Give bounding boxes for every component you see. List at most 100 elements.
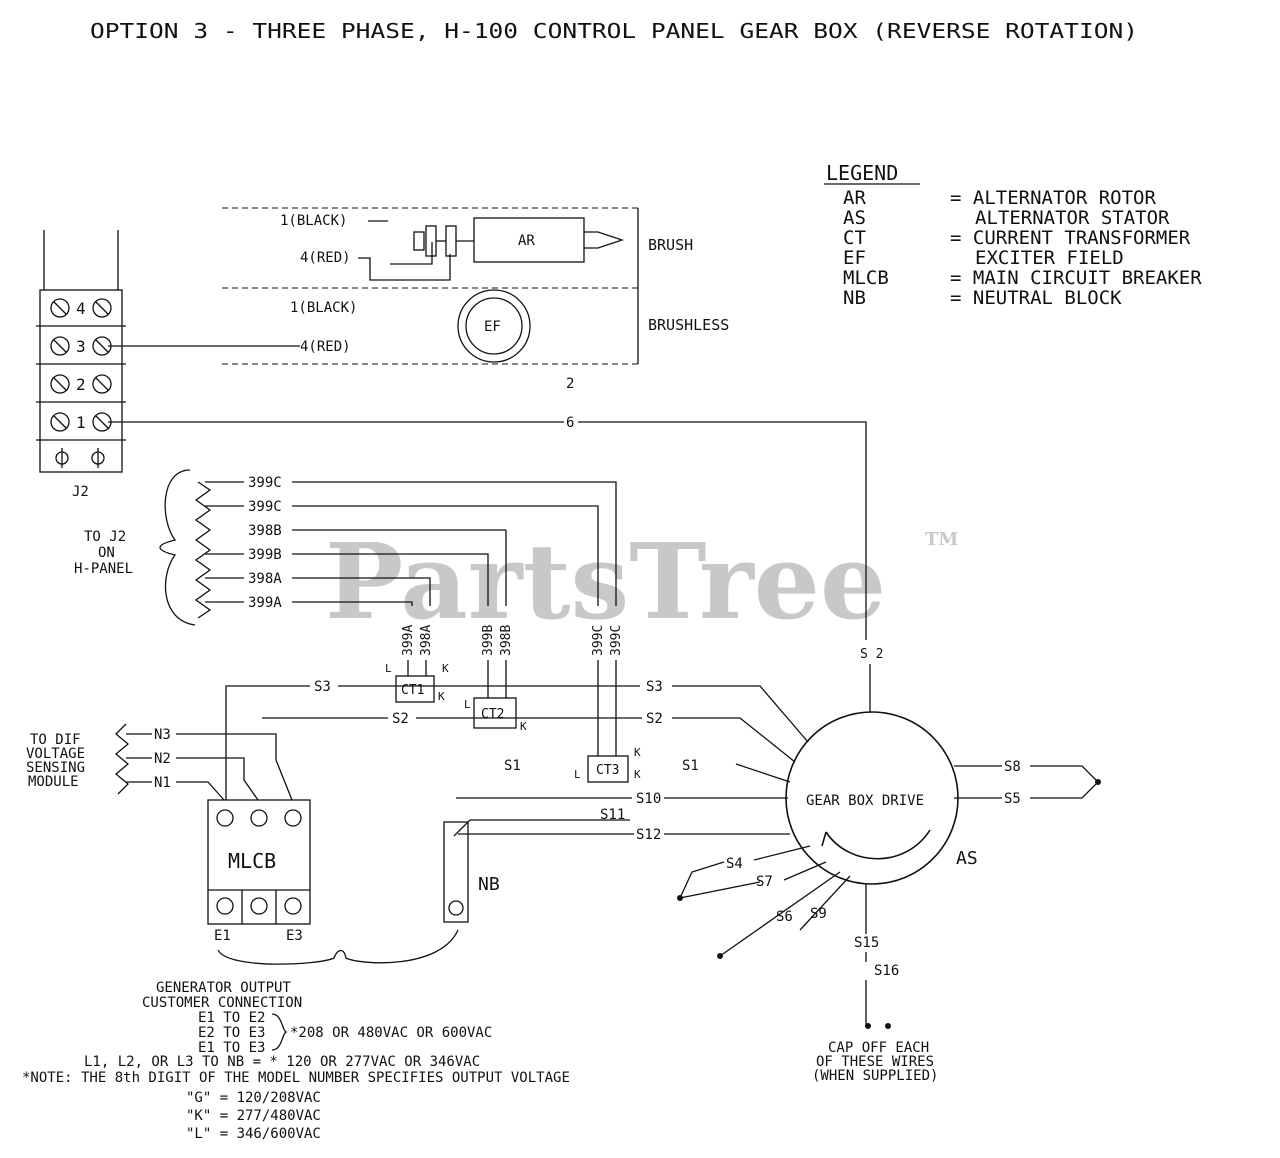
drive-label: GEAR BOX DRIVE bbox=[806, 793, 924, 809]
ct1-label: CT1 bbox=[401, 683, 424, 698]
wire-s16: S16 bbox=[874, 963, 899, 979]
rotor-label: AR bbox=[518, 233, 535, 249]
vsm-label-4: MODULE bbox=[28, 774, 79, 790]
legend-heading: LEGEND bbox=[826, 161, 898, 185]
output-notes: GENERATOR OUTPUT CUSTOMER CONNECTION E1 … bbox=[22, 980, 570, 1142]
exciter-label: EF bbox=[484, 319, 501, 335]
wire-s2-left: S2 bbox=[392, 711, 409, 727]
wire-s2-top: S 2 bbox=[860, 647, 883, 662]
to-j2-label-2: ON bbox=[98, 545, 115, 561]
wire-s3-left: S3 bbox=[314, 679, 331, 695]
terminal-4: 4 bbox=[76, 299, 86, 318]
mlcb-out-e1: E1 bbox=[214, 928, 231, 944]
stator-label: AS bbox=[956, 848, 978, 869]
legend-abbr-nb: NB bbox=[843, 287, 866, 309]
wire-s7: S7 bbox=[756, 874, 773, 890]
to-j2-label-1: TO J2 bbox=[84, 529, 126, 545]
sense-wire-399a: 399A bbox=[248, 595, 282, 611]
wire-n2: N2 bbox=[154, 751, 171, 767]
output-pair-1: E1 TO E2 bbox=[198, 1010, 265, 1026]
wire-s1-left: S1 bbox=[504, 758, 521, 774]
wire-s10: S10 bbox=[636, 791, 661, 807]
sense-wire-399c-b: 399C bbox=[248, 499, 282, 515]
wire-n1: N1 bbox=[154, 775, 171, 791]
legend-desc-ef: EXCITER FIELD bbox=[975, 247, 1124, 269]
sense-wires: TO J2 ON H-PANEL 399C 399C 398B 399B 398… bbox=[74, 469, 617, 626]
wire-s12: S12 bbox=[636, 827, 661, 843]
ref-2: 2 bbox=[566, 376, 574, 392]
wire-s9: S9 bbox=[810, 906, 827, 922]
output-heading-1: GENERATOR OUTPUT bbox=[156, 980, 291, 996]
wire-s11: S11 bbox=[600, 807, 625, 823]
gear-box-drive: GEAR BOX DRIVE AS bbox=[785, 711, 978, 885]
stator-wires: S3 S3 S2 S2 S1 S1 S10 S11 S12 S8 S5 S4 S… bbox=[225, 679, 1101, 1029]
nb-label: NB bbox=[478, 874, 500, 895]
wire-6-label: 6 bbox=[566, 415, 574, 431]
wire-s1-right: S1 bbox=[682, 758, 699, 774]
wire-s3-right: S3 bbox=[646, 679, 663, 695]
output-code-l: "L" = 346/600VAC bbox=[186, 1126, 321, 1142]
legend-desc-ct: = CURRENT TRANSFORMER bbox=[950, 227, 1191, 249]
output-model-note: *NOTE: THE 8th DIGIT OF THE MODEL NUMBER… bbox=[22, 1070, 570, 1086]
wire-4-red-brushless: 4(RED) bbox=[300, 339, 351, 355]
wire-s6: S6 bbox=[776, 909, 793, 925]
mlcb-label: MLCB bbox=[228, 849, 276, 873]
cap-note-2: OF THESE WIRES bbox=[816, 1054, 934, 1070]
cap-note: CAP OFF EACH OF THESE WIRES (WHEN SUPPLI… bbox=[812, 1040, 938, 1084]
vsm-label-3: SENSING bbox=[26, 760, 85, 776]
legend-abbr-mlcb: MLCB bbox=[843, 267, 889, 289]
output-code-g: "G" = 120/208VAC bbox=[186, 1090, 321, 1106]
current-transformers: CT1 L K K CT2 L K CT3 L K K bbox=[385, 662, 641, 783]
neutral-block: NB bbox=[443, 821, 500, 923]
ct-wire-399a: 399A bbox=[401, 625, 416, 656]
sense-wire-399c-a: 399C bbox=[248, 475, 282, 491]
wire-1-black: 1(BLACK) bbox=[280, 213, 347, 229]
legend-abbr-ct: CT bbox=[843, 227, 866, 249]
output-pairs-value: *208 OR 480VAC OR 600VAC bbox=[290, 1025, 492, 1041]
ct1-mark-k2: K bbox=[438, 690, 445, 703]
main-circuit-breaker: MLCB E1 E3 bbox=[207, 799, 459, 965]
vsm-label-2: VOLTAGE bbox=[26, 746, 85, 762]
legend-abbr-ef: EF bbox=[843, 247, 866, 269]
sense-wire-399b: 399B bbox=[248, 547, 282, 563]
sense-wire-398a: 398A bbox=[248, 571, 282, 587]
watermark: PartsTree bbox=[325, 520, 886, 643]
wire-1-black-brushless: 1(BLACK) bbox=[290, 300, 357, 316]
wire-s2-right: S2 bbox=[646, 711, 663, 727]
legend-desc-as: ALTERNATOR STATOR bbox=[975, 207, 1170, 229]
to-j2-label-3: H-PANEL bbox=[74, 561, 133, 577]
sense-wire-398b: 398B bbox=[248, 523, 282, 539]
ct3-mark-l: L bbox=[574, 768, 581, 781]
vsm-label-1: TO DIF bbox=[30, 732, 81, 748]
terminal-strip-j2: 4 3 2 1 J2 bbox=[36, 230, 126, 500]
page-title: OPTION 3 - THREE PHASE, H-100 CONTROL PA… bbox=[90, 19, 1138, 43]
ct1-mark-l: L bbox=[385, 662, 392, 675]
legend-desc-mlcb: = MAIN CIRCUIT BREAKER bbox=[950, 267, 1202, 289]
wire-s4: S4 bbox=[726, 856, 743, 872]
legend-abbr-as: AS bbox=[843, 207, 866, 229]
output-heading-2: CUSTOMER CONNECTION bbox=[142, 995, 302, 1011]
cap-note-3: (WHEN SUPPLIED) bbox=[812, 1068, 938, 1084]
watermark-tm: TM bbox=[925, 529, 958, 550]
output-pair-2: E2 TO E3 bbox=[198, 1025, 265, 1041]
voltage-sensing: TO DIF VOLTAGE SENSING MODULE N3 N2 N1 bbox=[26, 723, 293, 801]
wire-s8: S8 bbox=[1004, 759, 1021, 775]
terminal-2: 2 bbox=[76, 375, 86, 394]
ct2-mark-k: K bbox=[520, 720, 527, 733]
cap-note-1: CAP OFF EACH bbox=[828, 1040, 929, 1056]
terminal-1: 1 bbox=[76, 413, 86, 432]
wire-s15: S15 bbox=[854, 935, 879, 951]
ct-wire-398a: 398A bbox=[419, 625, 434, 656]
wire-6: 6 S 2 bbox=[108, 415, 883, 712]
ct2-label: CT2 bbox=[481, 707, 504, 722]
legend-desc-nb: = NEUTRAL BLOCK bbox=[950, 287, 1122, 309]
ct-wire-398b: 398B bbox=[499, 625, 514, 656]
output-pair-3: E1 TO E3 bbox=[198, 1040, 265, 1056]
ct3-mark-k: K bbox=[634, 768, 641, 781]
terminal-3: 3 bbox=[76, 337, 86, 356]
ct-wire-399c-a: 399C bbox=[591, 625, 606, 656]
ct-wire-399b: 399B bbox=[481, 625, 496, 656]
wire-s5: S5 bbox=[1004, 791, 1021, 807]
legend-abbr-ar: AR bbox=[843, 187, 866, 209]
